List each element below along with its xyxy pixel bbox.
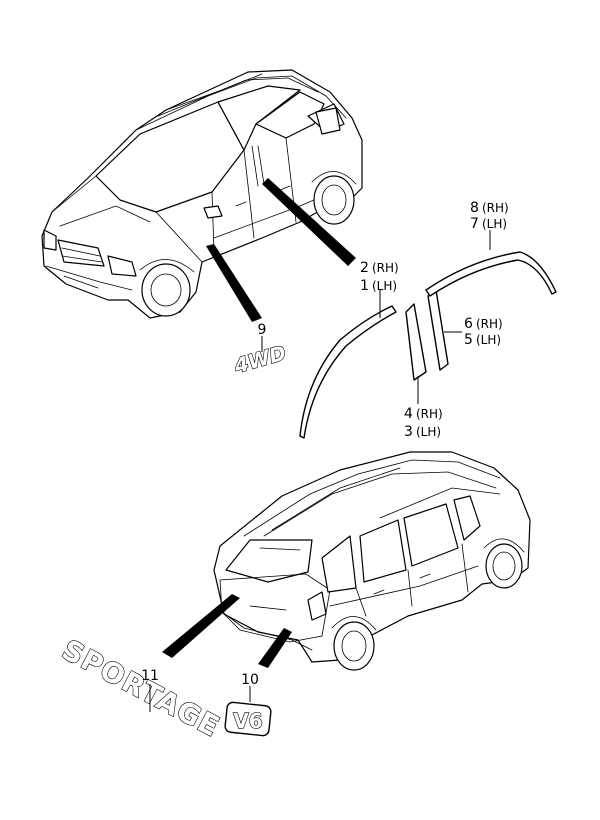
moulding-roof bbox=[425, 251, 557, 297]
callout-7: 7 bbox=[470, 216, 479, 232]
pointer-wedge-v6 bbox=[258, 628, 292, 668]
emblem-sportage: SPORTAGE bbox=[56, 632, 226, 744]
suv-front-view bbox=[41, 69, 363, 319]
suv-rear-view bbox=[213, 451, 531, 671]
callout-2: 2 bbox=[360, 260, 369, 276]
callout-10: 10 bbox=[241, 672, 259, 688]
callout-1-side: (LH) bbox=[372, 279, 397, 293]
emblem-v6: V6 bbox=[224, 701, 272, 737]
pointer-wedge-pillar bbox=[262, 178, 356, 266]
callout-11: 11 bbox=[141, 668, 159, 684]
emblem-sportage-text: SPORTAGE bbox=[57, 633, 226, 744]
moulding-c-pillar bbox=[427, 289, 449, 371]
callout-3-side: (LH) bbox=[416, 425, 441, 439]
callout-7-side: (LH) bbox=[482, 217, 507, 231]
moulding-b-pillar bbox=[405, 303, 427, 381]
moulding-front-door bbox=[299, 305, 397, 439]
callout-8: 8 bbox=[470, 200, 479, 216]
callout-6-side: (RH) bbox=[476, 317, 503, 331]
callout-2-side: (RH) bbox=[372, 261, 399, 275]
callout-4: 4 bbox=[404, 406, 413, 422]
pointer-wedge-sportage bbox=[162, 594, 240, 658]
callout-4-side: (RH) bbox=[416, 407, 443, 421]
callout-9: 9 bbox=[258, 322, 267, 338]
callout-8-side: (RH) bbox=[482, 201, 509, 215]
pointer-wedge-4wd bbox=[206, 244, 262, 322]
callout-6: 6 bbox=[464, 316, 473, 332]
emblem-v6-text: V6 bbox=[233, 709, 262, 733]
callout-3: 3 bbox=[404, 424, 413, 440]
callout-1: 1 bbox=[360, 278, 369, 294]
callout-5-side: (LH) bbox=[476, 333, 501, 347]
emblem-4wd: 4WD bbox=[230, 340, 289, 379]
callout-5: 5 bbox=[464, 332, 473, 348]
emblem-4wd-text: 4WD bbox=[231, 340, 289, 378]
